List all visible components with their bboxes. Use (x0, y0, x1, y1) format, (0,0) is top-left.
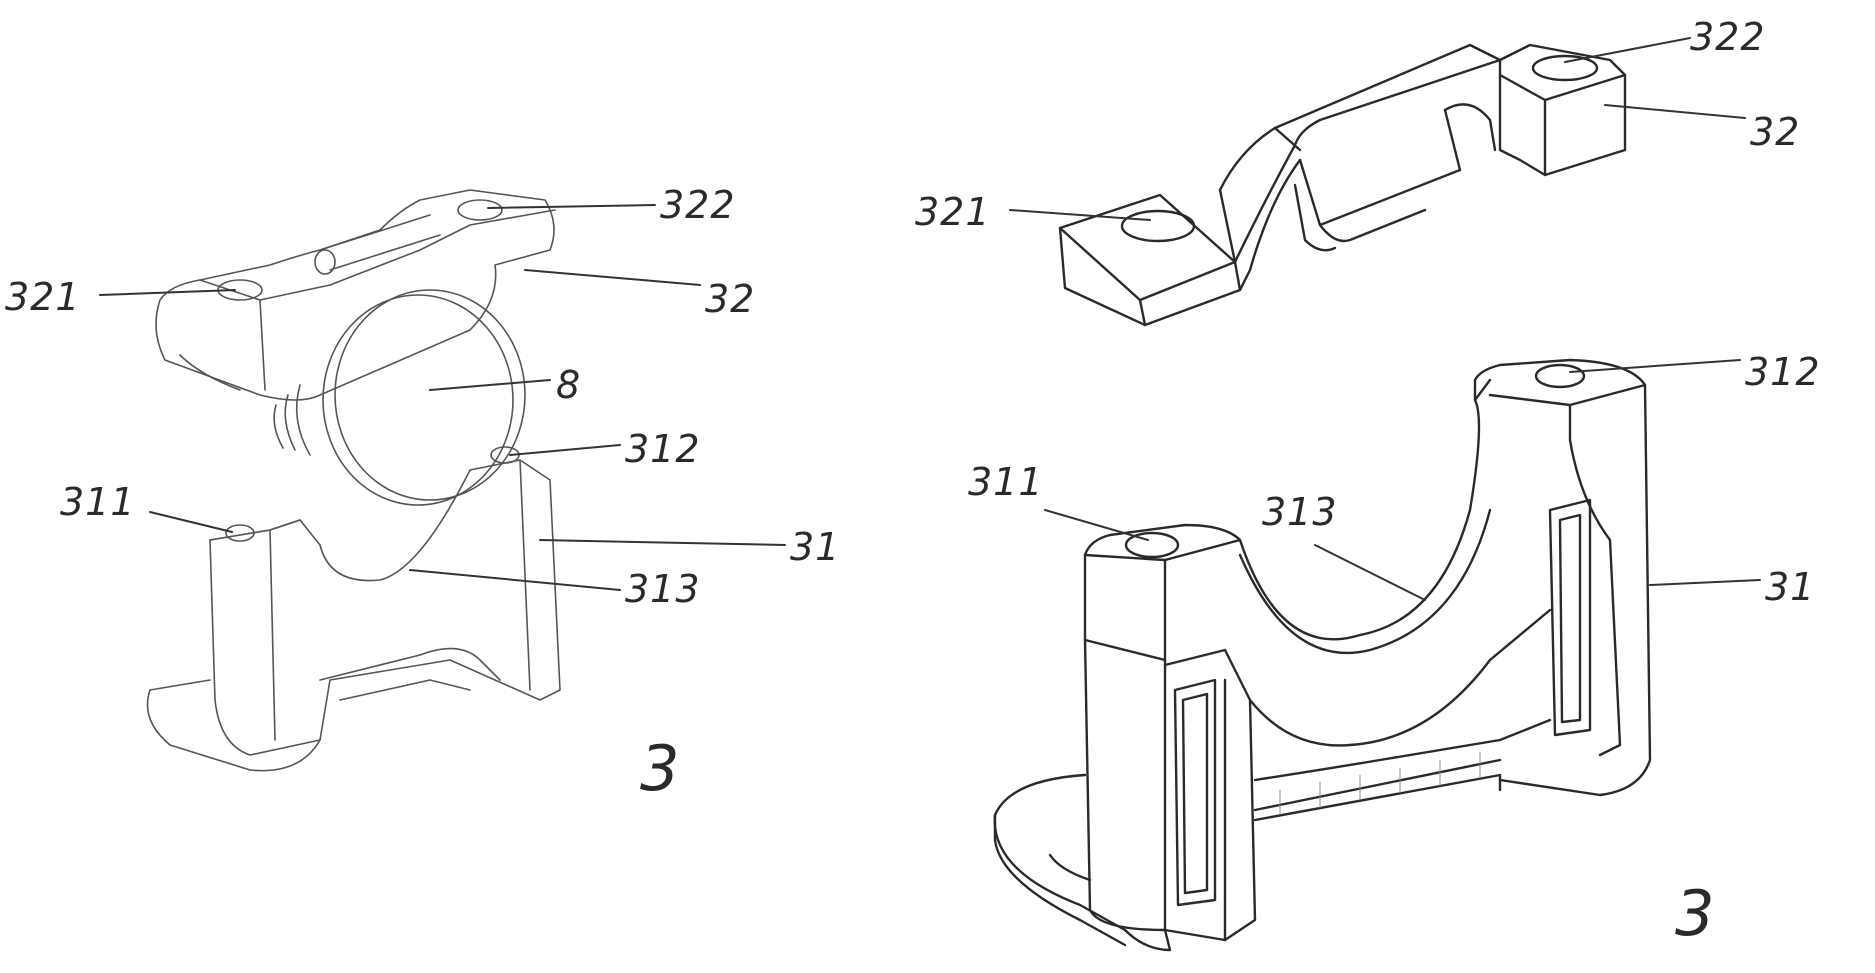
right-hole-322 (1533, 56, 1597, 80)
right-view: 322 32 321 312 311 313 31 3 (915, 15, 1821, 950)
left-cap-32 (156, 190, 555, 400)
leader-right-311 (1045, 510, 1148, 540)
label-right-assembly: 3 (1675, 877, 1714, 950)
label-right-322: 322 (1690, 15, 1766, 59)
left-hole-322 (458, 200, 502, 220)
label-left-32: 32 (705, 277, 755, 321)
leader-right-313 (1315, 545, 1425, 600)
right-hole-312 (1536, 365, 1584, 387)
leader-left-322 (488, 205, 655, 208)
label-left-8: 8 (556, 363, 581, 407)
label-left-312: 312 (625, 427, 701, 471)
right-base-31 (995, 360, 1650, 950)
leader-right-322 (1565, 38, 1690, 62)
leader-left-8 (430, 380, 550, 390)
right-slot-left (1175, 680, 1215, 905)
label-left-313: 313 (625, 567, 701, 611)
right-slot-right (1550, 500, 1590, 735)
left-view: 322 32 321 8 312 311 31 313 3 (5, 183, 840, 805)
label-right-311: 311 (968, 460, 1044, 504)
label-right-31: 31 (1765, 565, 1815, 609)
left-base-31 (148, 447, 561, 771)
leader-left-312 (510, 445, 620, 455)
leader-right-321 (1010, 210, 1150, 220)
leader-left-32 (525, 270, 700, 285)
label-left-321: 321 (5, 275, 81, 319)
label-right-313: 313 (1262, 490, 1338, 534)
right-hole-321 (1122, 211, 1194, 241)
label-left-assembly: 3 (640, 732, 679, 805)
leader-left-321 (100, 290, 235, 295)
leader-left-311 (150, 512, 232, 532)
label-right-32: 32 (1750, 110, 1800, 154)
label-left-322: 322 (660, 183, 736, 227)
leader-left-313 (410, 570, 620, 590)
label-right-321: 321 (915, 190, 991, 234)
left-leaders (100, 205, 785, 590)
leader-left-31 (540, 540, 785, 545)
label-left-311: 311 (60, 480, 136, 524)
leader-right-31 (1650, 580, 1760, 585)
label-left-31: 31 (790, 525, 840, 569)
right-cap-32 (1060, 45, 1625, 325)
label-right-312: 312 (1745, 350, 1821, 394)
